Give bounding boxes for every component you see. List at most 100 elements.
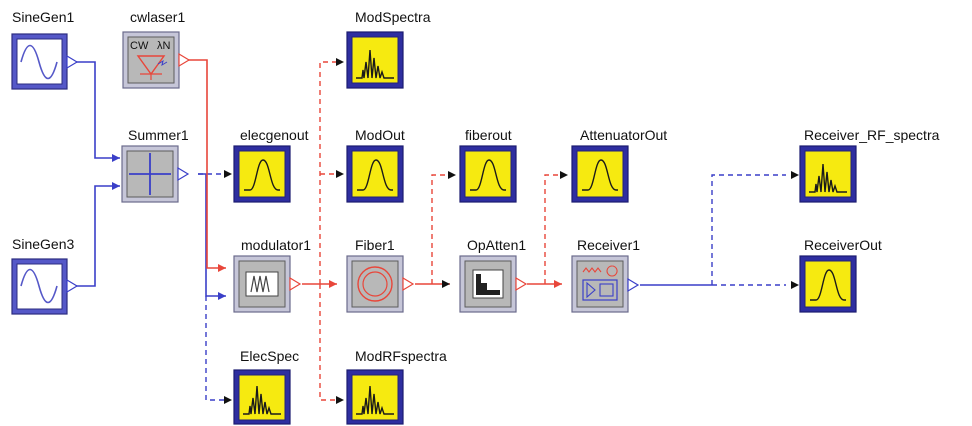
waveform-icon [244, 159, 280, 191]
summer-plus-icon [129, 153, 171, 195]
wire-summer-to-modulator[interactable] [198, 173, 226, 297]
opatten1-label: OpAtten1 [467, 237, 526, 253]
attenuatorout-visualizer[interactable]: AttenuatorOut [571, 127, 667, 203]
receiver-rf-spectra-label: Receiver_RF_spectra [804, 127, 940, 143]
wire-laser-to-modulator[interactable] [187, 59, 226, 269]
receiver-rf-spectra-screen [804, 150, 852, 198]
arrow-modulator-el-in [218, 292, 226, 300]
electrical-visualizer-wires [198, 173, 786, 401]
laser-diode-icon [136, 55, 166, 76]
fiber1-output-port[interactable] [402, 276, 415, 292]
sinegen3-output-port[interactable] [66, 278, 79, 294]
modrfspectra-visualizer[interactable]: ModRFspectra [346, 348, 447, 425]
arrow-summer-in-1 [112, 154, 120, 162]
arrow-fiber-in [329, 280, 337, 288]
elecspec-label: ElecSpec [240, 348, 299, 364]
summer1-label: Summer1 [128, 127, 189, 143]
receiver-rf-spectra-visualizer[interactable]: Receiver_RF_spectra [799, 127, 940, 203]
receiver-filter-icon [599, 283, 614, 297]
receiver-circuit-box-icon [582, 279, 618, 301]
arrow-modout-in [336, 170, 344, 178]
elecspec-visualizer[interactable]: ElecSpec [233, 348, 299, 425]
fiberout-label: fiberout [465, 127, 512, 143]
sinegen1-output-port[interactable] [66, 54, 79, 70]
cwlaser-cw-text: CW [130, 40, 149, 52]
receiverout-visualizer[interactable]: ReceiverOut [799, 237, 882, 313]
wire-sinegen1-to-summer[interactable] [75, 61, 120, 159]
modspectra-screen [351, 36, 399, 84]
sinegen1-label: SineGen1 [12, 9, 74, 25]
fiber-spool-outer-icon [357, 266, 393, 302]
summer1-output-port[interactable] [177, 166, 190, 182]
arrow-attenout-in [560, 171, 568, 179]
wire-sinegen3-to-summer[interactable] [75, 185, 120, 287]
waveform-icon [357, 159, 393, 191]
modspectra-visualizer[interactable]: ModSpectra [346, 9, 431, 89]
wire-mod-to-modspectra[interactable] [319, 61, 337, 284]
spectrum-icon [356, 385, 394, 415]
wire-receiver-to-rfspectra[interactable] [711, 174, 786, 285]
arrow-receiverout-in [791, 281, 799, 289]
fiber-spool-inner-icon [362, 271, 388, 297]
spectrum-icon [356, 49, 394, 79]
receiver-photodiode-icon [582, 265, 618, 277]
modout-visualizer[interactable]: ModOut [346, 127, 405, 203]
elecgenout-label: elecgenout [240, 127, 309, 143]
optical-visualizer-wires [319, 61, 562, 401]
wire-atten-to-attenout[interactable] [544, 174, 562, 284]
modulator-pulse-icon [250, 275, 270, 293]
receiver1-block[interactable]: Receiver1 [571, 237, 640, 313]
arrow-fiberout-in [448, 171, 456, 179]
arrow-rfspectra-in [791, 171, 799, 179]
modspectra-label: ModSpectra [355, 9, 431, 25]
sinegen3-label: SineGen3 [12, 236, 74, 252]
receiver1-label: Receiver1 [577, 237, 640, 253]
fiber1-label: Fiber1 [355, 237, 395, 253]
arrow-elecgenout-in [224, 170, 232, 178]
cwlaser-lambda-text: λN [157, 40, 171, 52]
waveform-icon [470, 159, 506, 191]
waveform-icon [810, 269, 846, 301]
modrfspectra-label: ModRFspectra [355, 348, 447, 364]
attenuatorout-label: AttenuatorOut [580, 127, 667, 143]
arrow-modulator-opt-in [218, 264, 226, 272]
spectrum-icon [809, 163, 847, 193]
wire-fiber-to-fiberout[interactable] [431, 174, 450, 284]
arrow-modspectra-in [336, 58, 344, 66]
waveform-icon [582, 159, 618, 191]
cwlaser1-label: cwlaser1 [130, 9, 185, 25]
sinegen1-block[interactable]: SineGen1 [11, 9, 79, 90]
modulator1-label: modulator1 [241, 237, 311, 253]
opatten1-output-port[interactable] [515, 276, 528, 292]
elecgenout-visualizer[interactable]: elecgenout [233, 127, 309, 203]
arrow-summer-in-2 [112, 182, 120, 190]
modout-label: ModOut [355, 127, 405, 143]
sine-wave-icon [20, 44, 58, 80]
arrow-modrfspectra-in [336, 396, 344, 404]
wire-mod-to-modrfspectra[interactable] [319, 284, 337, 401]
arrow-atten-in [442, 280, 450, 288]
sinegen3-block[interactable]: SineGen3 [11, 236, 79, 315]
cwlaser1-output-port[interactable] [178, 52, 191, 68]
sine-wave-icon [20, 268, 58, 304]
modulator1-block[interactable]: modulator1 [233, 237, 311, 313]
cwlaser1-block[interactable]: cwlaser1 CW λN [122, 9, 191, 89]
fiber1-face [351, 260, 399, 308]
receiver-amplifier-icon [586, 281, 596, 299]
receiver1-output-port[interactable] [627, 277, 640, 293]
wire-summer-to-elecspec[interactable] [205, 296, 226, 401]
laser-emission-icon [157, 59, 168, 67]
arrow-elecspec-in [224, 396, 232, 404]
wire-arrowheads [112, 58, 799, 404]
modulator1-output-port[interactable] [289, 276, 302, 292]
laser-diode-bar-icon [140, 73, 162, 80]
fiberout-visualizer[interactable]: fiberout [459, 127, 517, 203]
attenuator-steps-icon [476, 274, 500, 295]
receiverout-label: ReceiverOut [804, 237, 882, 253]
summer1-block[interactable]: Summer1 [121, 127, 190, 203]
fiber1-block[interactable]: Fiber1 [346, 237, 415, 313]
opatten1-block[interactable]: OpAtten1 [459, 237, 528, 313]
spectrum-icon [243, 385, 281, 415]
arrow-receiver-in [554, 280, 562, 288]
